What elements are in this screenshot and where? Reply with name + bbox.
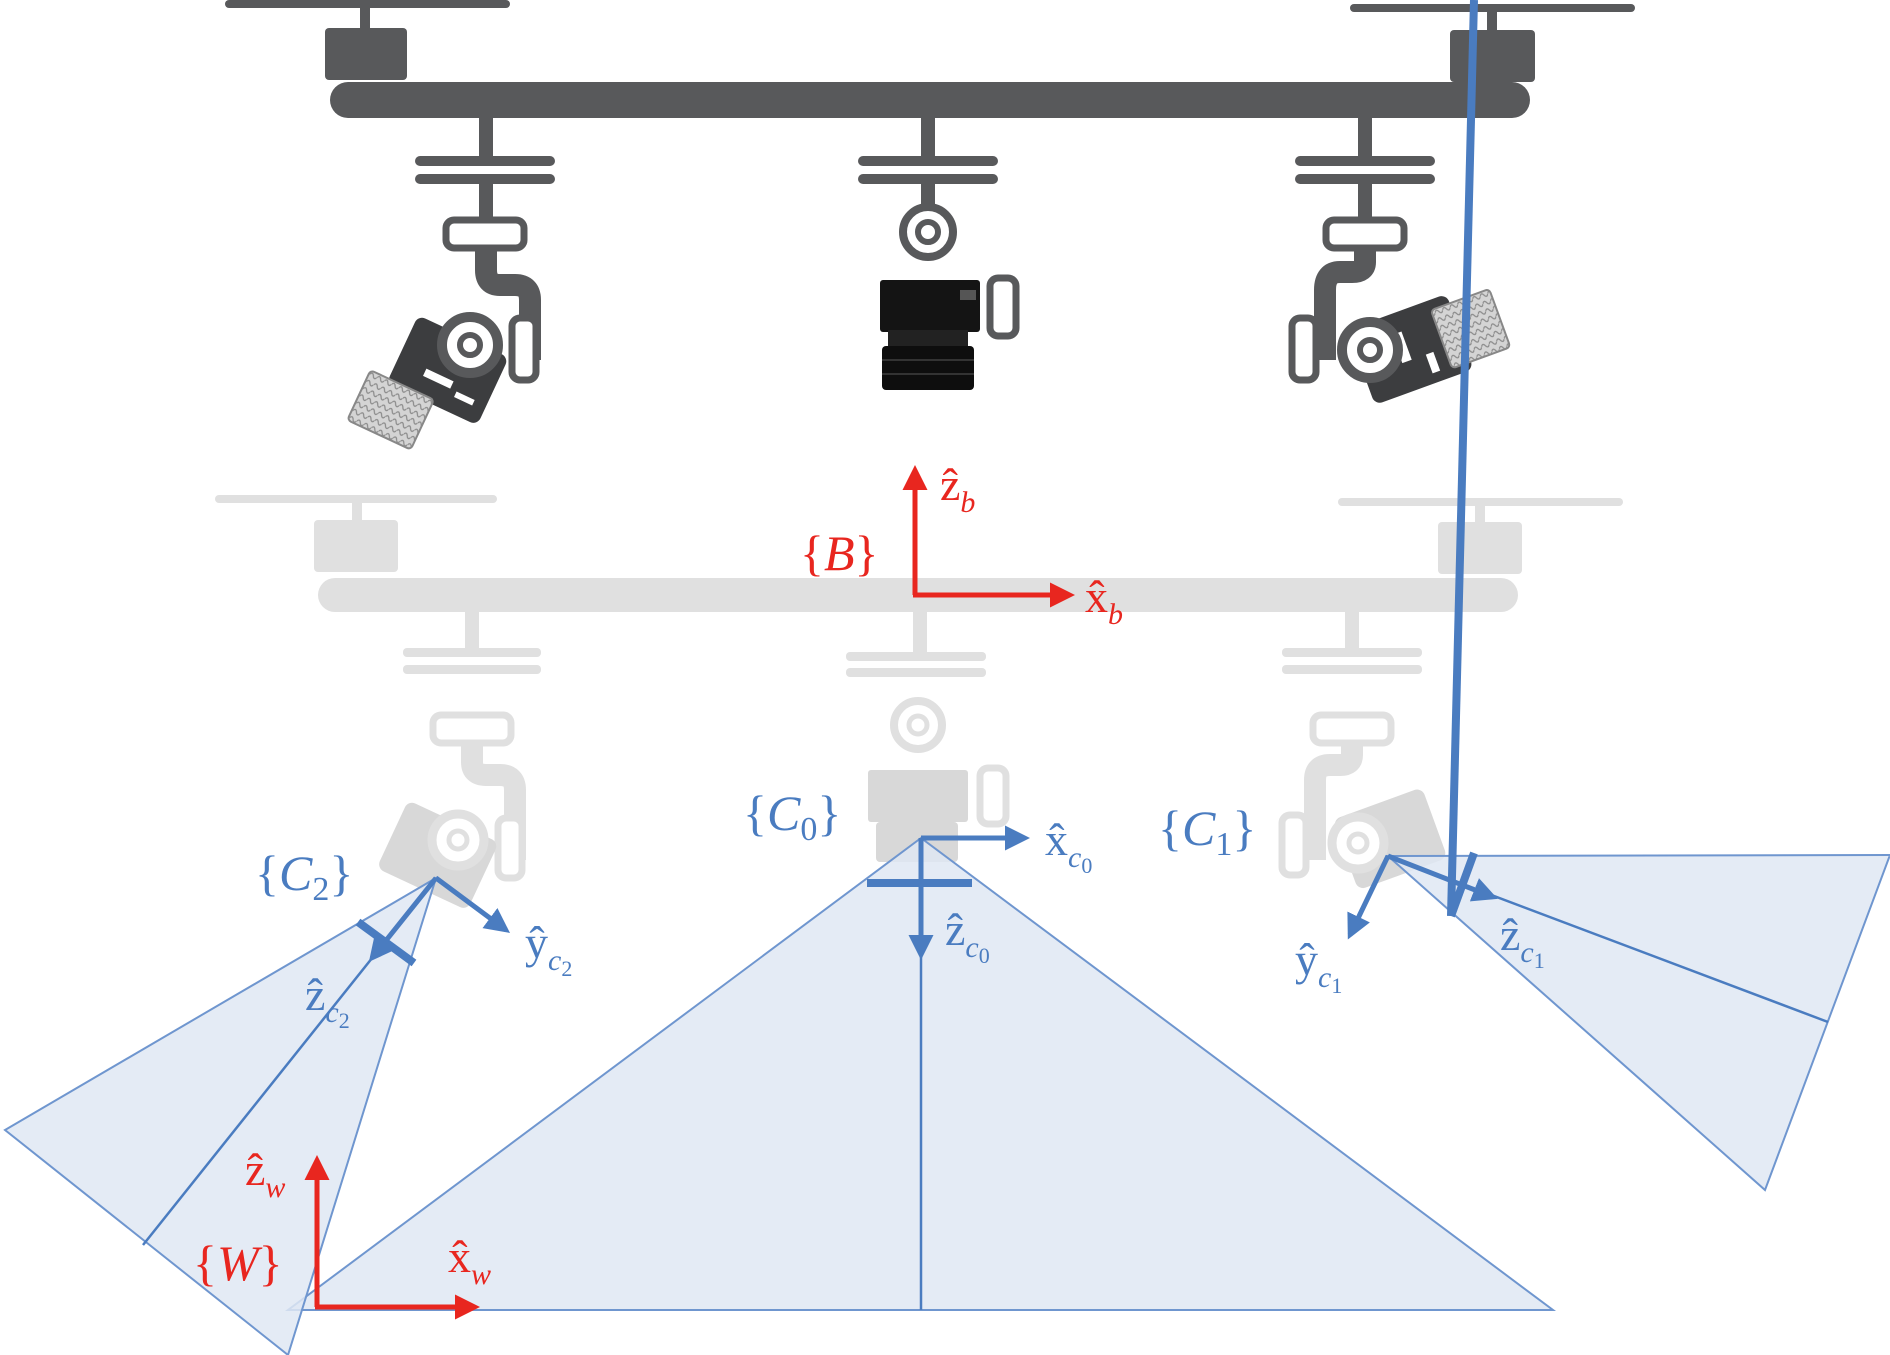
gimbal-camera-icon bbox=[858, 118, 1020, 390]
camera-frustums bbox=[3, 836, 1890, 1355]
coordinate-axes-icon bbox=[304, 465, 1075, 1320]
cam1-z-axis bbox=[1387, 853, 1498, 902]
cam1-z-label: ẑc1 bbox=[1500, 909, 1545, 973]
cam2-y-axis bbox=[434, 875, 511, 933]
cam1-frame-label: {C1} bbox=[1158, 800, 1256, 863]
drone-rig-icon bbox=[225, 0, 1635, 450]
cam1-y-axis bbox=[1347, 854, 1391, 940]
cam2-z-axis bbox=[368, 876, 438, 962]
cam2-frame-label: {C2} bbox=[255, 845, 353, 908]
world-z-label: ẑw bbox=[245, 1144, 285, 1204]
frustum-c1 bbox=[1385, 853, 1890, 1192]
gimbal-camera-icon bbox=[347, 118, 555, 450]
camera-frames bbox=[355, 0, 1498, 967]
cam1-y-label: ŷc1 bbox=[1295, 934, 1342, 998]
body-x-label: x̂b bbox=[1085, 571, 1123, 631]
body-frame-label: {B} bbox=[800, 525, 879, 581]
cam0-x-label: x̂c0 bbox=[1045, 814, 1092, 878]
cam0-z-label: ẑc0 bbox=[945, 904, 990, 968]
cam2-z-label: ẑc2 bbox=[305, 969, 350, 1033]
cam0-frame-label: {C0} bbox=[743, 785, 841, 848]
gimbal-camera-icon bbox=[1288, 118, 1511, 403]
body-z-label: ẑb bbox=[940, 459, 975, 519]
world-frame-label: {W} bbox=[193, 1235, 283, 1291]
cam2-y-label: ŷc2 bbox=[525, 917, 572, 981]
world-x-label: x̂w bbox=[448, 1231, 491, 1291]
